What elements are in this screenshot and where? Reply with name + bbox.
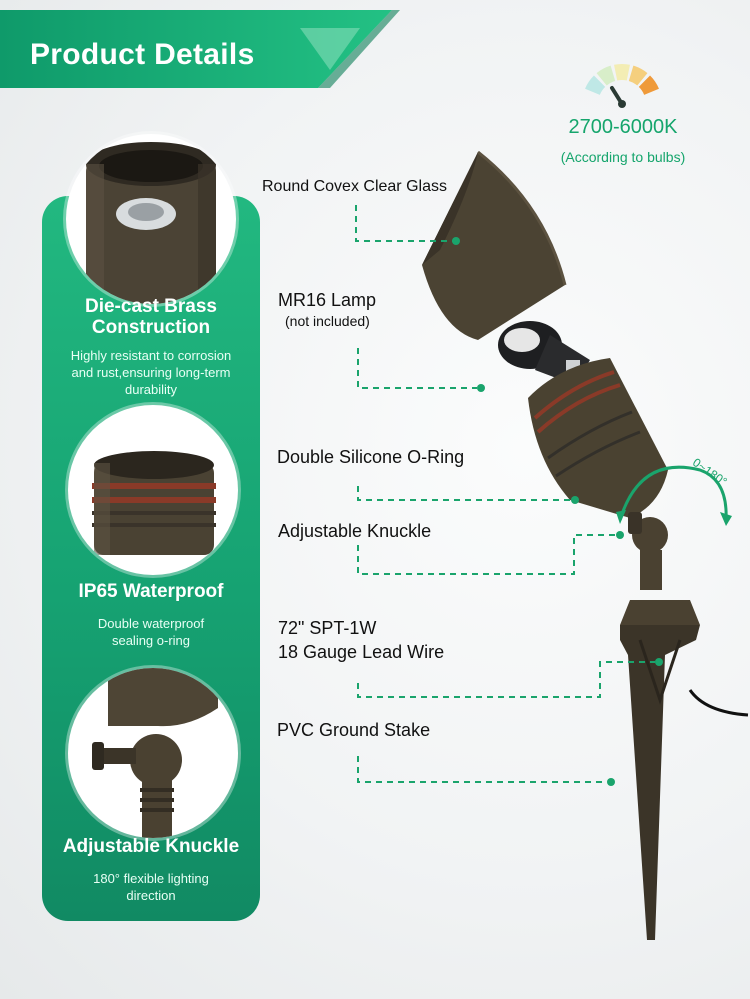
callout-knuckle: Adjustable Knuckle — [278, 521, 432, 541]
ground-stake-icon — [620, 600, 700, 940]
rotation-arc-icon — [618, 465, 728, 521]
header-banner: Product Details — [0, 10, 400, 88]
gauge-segment — [614, 64, 630, 81]
gauge-segment — [628, 65, 648, 86]
mr16-lamp-icon — [498, 321, 590, 385]
feature-title-waterproof: IP65 Waterproof — [78, 581, 224, 602]
feature-title-brass: Die-cast Brass Construction — [42, 296, 260, 338]
color-temperature-range: 2700-6000K — [568, 116, 678, 138]
o-ring-photo-icon — [92, 451, 216, 555]
lead-wire-icon — [688, 689, 749, 717]
callout-stake: PVC Ground Stake — [277, 720, 431, 740]
callout-wire-line2: 18 Gauge Lead Wire — [278, 642, 445, 662]
feature-image-oring — [68, 405, 238, 575]
feature-desc-waterproof-line1: Double waterproof — [97, 616, 205, 631]
banner-shape — [0, 10, 400, 88]
glare-shroud-icon — [422, 150, 567, 340]
feature-desc-waterproof: Double waterproof sealing o-ring — [52, 615, 250, 649]
callout-wire: 72" SPT-1W 18 Gauge Lead Wire — [278, 616, 444, 664]
feature-desc-knuckle-line1: 180° flexible lighting — [93, 871, 209, 886]
callout-lamp-note: (not included) — [285, 313, 370, 329]
feature-title-brass-line2: Construction — [91, 317, 211, 338]
color-temperature-gauge-icon — [585, 64, 659, 108]
callout-glass: Round Covex Clear Glass — [262, 178, 447, 195]
feature-desc-brass-line1: Highly resistant to corrosion — [70, 348, 232, 363]
feature-desc-waterproof-line2: sealing o-ring — [111, 633, 191, 648]
gauge-segment — [585, 75, 606, 95]
feature-title-brass-line1: Die-cast Brass — [84, 296, 218, 317]
leader-lines — [355, 205, 655, 783]
color-temperature-note: (According to bulbs) — [560, 149, 686, 165]
feature-desc-brass: Highly resistant to corrosion and rust,e… — [52, 347, 250, 398]
brass-housing-photo-icon — [86, 142, 216, 304]
gauge-segment — [638, 75, 659, 95]
feature-desc-knuckle-line2: direction — [126, 888, 176, 903]
callout-wire-line1: 72" SPT-1W — [278, 618, 377, 638]
feature-desc-brass-line3: durability — [124, 382, 178, 397]
knuckle-joint-icon — [628, 512, 668, 590]
leader-dots — [452, 237, 663, 786]
feature-image-knuckle — [68, 668, 238, 838]
gauge-segment — [596, 65, 616, 86]
callout-lamp: MR16 Lamp — [278, 290, 377, 310]
feature-desc-knuckle: 180° flexible lighting direction — [52, 870, 250, 904]
feature-title-knuckle: Adjustable Knuckle — [62, 836, 240, 857]
housing-body-icon — [528, 358, 668, 518]
page-title: Product Details — [30, 38, 255, 71]
rotation-range-label: 0~180° — [690, 455, 730, 489]
feature-desc-brass-line2: and rust,ensuring long-term — [71, 365, 231, 380]
feature-image-brass — [66, 134, 236, 304]
callout-oring: Double Silicone O-Ring — [277, 447, 465, 467]
knuckle-photo-icon — [92, 668, 218, 838]
